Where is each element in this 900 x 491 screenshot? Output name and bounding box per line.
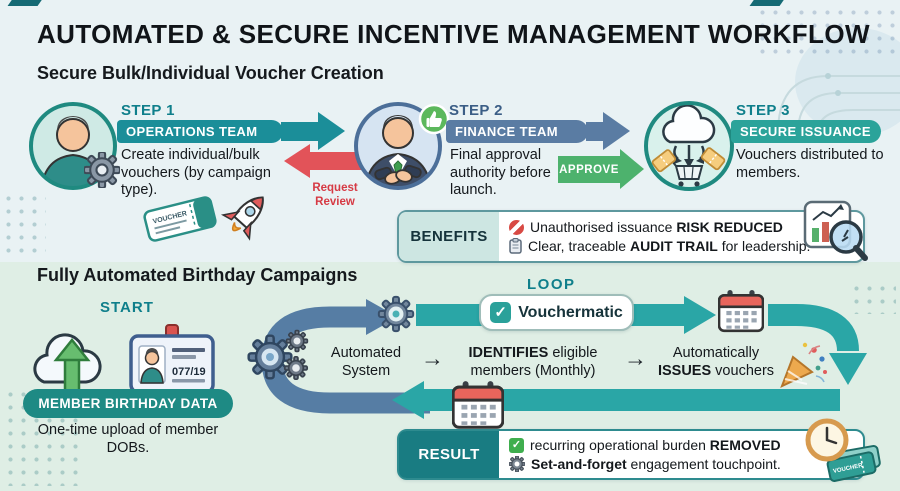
result-box: RESULT ✓ recurring operational burden RE… — [397, 429, 865, 480]
flow-arrow-1: → — [421, 345, 444, 371]
result-label: RESULT — [399, 431, 499, 478]
step2-arrow-head — [603, 112, 630, 150]
cloud-upload-icon — [33, 333, 102, 396]
step2-description: Final approval authority before launch. — [450, 147, 551, 199]
section2-heading: Fully Automated Birthday Campaigns — [37, 265, 358, 285]
voucher-ticket-icon: VOUCHER — [143, 196, 217, 242]
thumbs-up-icon — [418, 103, 450, 135]
step2-banner: FINANCE TEAM — [446, 120, 588, 143]
loop-return-arrow-head — [392, 381, 424, 419]
loop-label: LOOP — [527, 276, 576, 293]
secure-issuance-icon — [644, 101, 734, 191]
dot-grid-right-mid — [850, 282, 896, 314]
member-caption: One-time upload of member DOBs. — [37, 422, 219, 457]
step3-label: STEP 3 — [736, 102, 790, 119]
benefits-lines: Unauthorised issuance RISK REDUCED Clear… — [499, 212, 863, 261]
request-review-label: Request Review — [312, 182, 358, 209]
step1-description: Create individual/bulk vouchers (by camp… — [121, 147, 271, 199]
step3-banner-text: SECURE ISSUANCE — [740, 124, 871, 139]
calendar-icon-top — [718, 290, 764, 333]
clock-voucher-icon: VOUCHER — [805, 418, 881, 482]
step1-banner-text: OPERATIONS TEAM — [126, 124, 258, 139]
request-review-arrow-head — [284, 144, 310, 178]
benefits-label: BENEFITS — [399, 212, 499, 261]
member-id-badge-icon: 077/19 — [129, 324, 215, 394]
result-item: Set-and-forget engagement touchpoint. — [509, 456, 863, 472]
benefit-text: Unauthorised issuance RISK REDUCED — [530, 219, 783, 235]
issues-text: Automatically ISSUES vouchers — [657, 345, 775, 380]
analytics-magnifier-icon — [803, 200, 868, 261]
step1-arrow-head — [318, 112, 345, 150]
clipboard-icon — [509, 238, 522, 254]
result-item: ✓ recurring operational burden REMOVED — [509, 437, 863, 453]
rocket-icon — [220, 196, 264, 241]
step1-arrow-shaft — [281, 122, 319, 141]
request-review-arrow-shaft — [310, 152, 362, 170]
benefit-item: Unauthorised issuance RISK REDUCED — [509, 219, 863, 235]
flow-arrow-2: → — [624, 345, 647, 371]
page-title: AUTOMATED & SECURE INCENTIVE MANAGEMENT … — [37, 19, 870, 49]
vouchermatic-name: Vouchermatic — [518, 303, 623, 321]
finance-team-avatar-icon — [354, 102, 442, 190]
step1-label: STEP 1 — [121, 102, 175, 119]
dot-grid-top-right — [756, 6, 896, 60]
identifies-text: IDENTIFIES eligible members (Monthly) — [468, 345, 598, 380]
result-lines: ✓ recurring operational burden REMOVED S… — [499, 431, 863, 478]
decor-blob — [795, 28, 900, 136]
loop-right-curve — [768, 304, 859, 352]
loop-top-arrow-head — [684, 296, 716, 334]
approve-arrow-head — [620, 149, 644, 189]
step2-banner-text: FINANCE TEAM — [455, 124, 559, 139]
corner-stripe-left — [7, 0, 43, 6]
step3-description: Vouchers distributed to members. — [736, 147, 884, 181]
benefits-box: BENEFITS Unauthorised issuance RISK REDU… — [397, 210, 865, 263]
result-text: Set-and-forget engagement touchpoint. — [531, 456, 781, 472]
no-entry-icon — [509, 219, 524, 235]
vouchermatic-logo-icon: ✓ — [490, 302, 512, 323]
approve-arrow: APPROVE — [558, 156, 620, 183]
gear-icon — [84, 152, 120, 188]
gear-icon-small — [509, 456, 525, 472]
automation-gears-icon — [247, 295, 415, 381]
benefit-item: Clear, traceable AUDIT TRAIL for leaders… — [509, 238, 863, 254]
loop-down-arrow-head — [829, 353, 867, 385]
step3-banner: SECURE ISSUANCE — [731, 120, 881, 143]
step2-label: STEP 2 — [449, 102, 503, 119]
section1-heading: Secure Bulk/Individual Voucher Creation — [37, 63, 384, 83]
calendar-icon-return — [452, 381, 504, 429]
step1-banner: OPERATIONS TEAM — [117, 120, 283, 143]
vouchermatic-box: ✓ Vouchermatic — [479, 294, 634, 331]
dot-grid-left — [2, 192, 46, 258]
party-popper-icon — [780, 342, 827, 388]
member-birthday-data-pill: MEMBER BIRTHDAY DATA — [23, 389, 233, 418]
automated-system-text: Automated System — [330, 345, 402, 380]
step2-arrow-shaft — [586, 122, 603, 141]
result-text: recurring operational burden REMOVED — [530, 437, 781, 453]
benefit-text: Clear, traceable AUDIT TRAIL for leaders… — [528, 238, 811, 254]
badge-id-text: 077/19 — [172, 366, 206, 378]
approve-label: APPROVE — [559, 163, 619, 176]
check-icon: ✓ — [509, 437, 524, 453]
start-label: START — [100, 299, 154, 316]
